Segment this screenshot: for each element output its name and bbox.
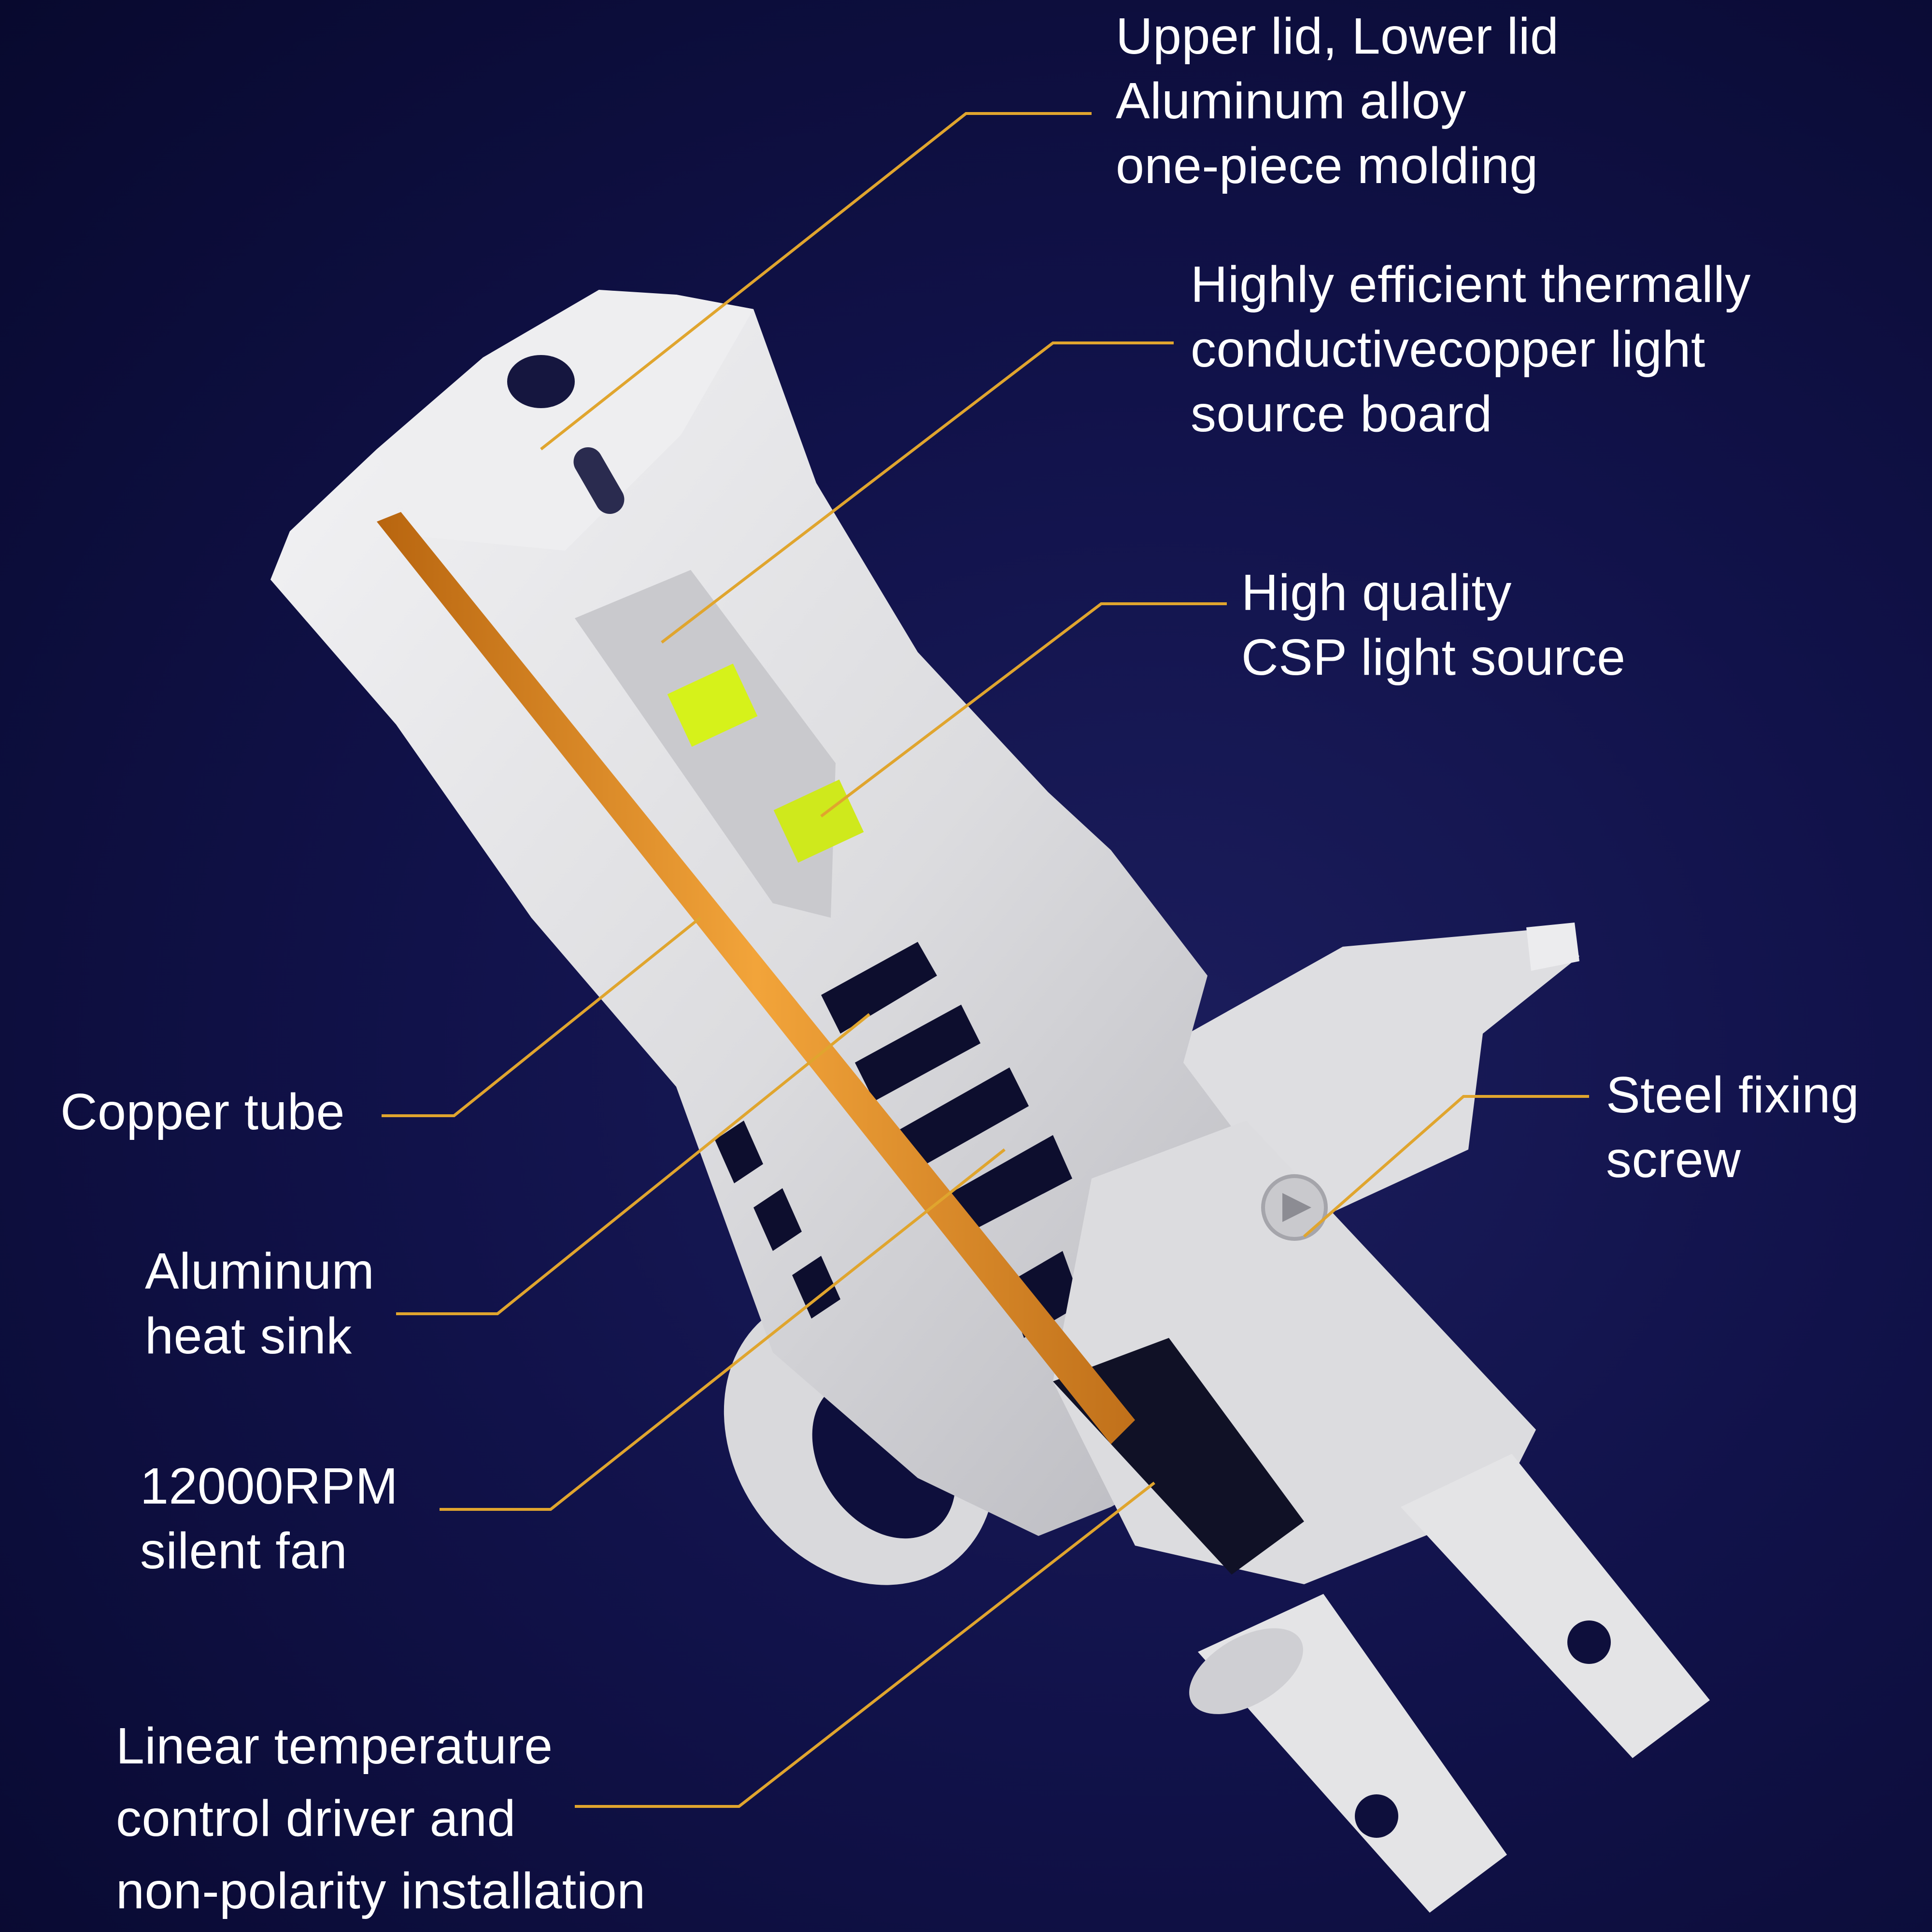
- callout-line: one-piece molding: [1116, 137, 1538, 194]
- callout-line: Linear temperature: [116, 1718, 553, 1775]
- led-chip-1: [667, 663, 758, 747]
- callout-steel-fixing-screw: Steel fixing screw: [1606, 1063, 1860, 1192]
- callout-line: source board: [1191, 385, 1492, 442]
- callout-aluminum-heat-sink: Aluminum heat sink: [145, 1239, 374, 1368]
- callout-silent-fan: 12000RPM silent fan: [140, 1454, 398, 1583]
- callout-line: Steel fixing: [1606, 1066, 1860, 1123]
- leader-line-driver: [575, 1481, 1155, 1808]
- leader-line-copper-tube: [382, 916, 701, 1117]
- callout-line: 12000RPM: [140, 1458, 398, 1515]
- plug-tabs: [1189, 1454, 1710, 1913]
- leader-line-fan: [440, 1148, 1006, 1511]
- callout-copper-light-board: Highly efficient thermally conductivecop…: [1191, 252, 1751, 446]
- leader-line-board: [661, 341, 1174, 644]
- callout-line: silent fan: [140, 1522, 348, 1579]
- callout-driver: Linear temperature control driver and no…: [116, 1710, 646, 1927]
- leader-line-lid: [540, 112, 1092, 451]
- callout-copper-tube: Copper tube: [60, 1080, 345, 1144]
- callout-csp-light-source: High quality CSP light source: [1241, 560, 1626, 690]
- callout-line: Aluminum: [145, 1243, 375, 1300]
- callout-line: screw: [1606, 1131, 1741, 1188]
- callout-line: non-polarity installation: [116, 1862, 646, 1919]
- callout-line: control driver and: [116, 1790, 516, 1847]
- leader-line-csp: [820, 602, 1227, 818]
- callout-line: Copper tube: [60, 1083, 345, 1140]
- callout-line: conductivecopper light: [1191, 321, 1705, 378]
- callout-line: Highly efficient thermally: [1191, 256, 1751, 313]
- callout-upper-lower-lid: Upper lid, Lower lid Aluminum alloy one-…: [1116, 4, 1559, 198]
- callout-line: heat sink: [145, 1307, 352, 1364]
- leader-line-heat-sink: [396, 1013, 870, 1315]
- callout-line: CSP light source: [1241, 629, 1626, 686]
- callout-line: Upper lid, Lower lid: [1116, 8, 1559, 65]
- leader-line-screw: [1303, 1095, 1589, 1238]
- bulb-housing: [270, 290, 1536, 1584]
- copper-tube-shape: [377, 512, 1135, 1444]
- leader-lines: [382, 112, 1589, 1808]
- callout-line: Aluminum alloy: [1116, 72, 1466, 129]
- callout-line: High quality: [1241, 564, 1512, 621]
